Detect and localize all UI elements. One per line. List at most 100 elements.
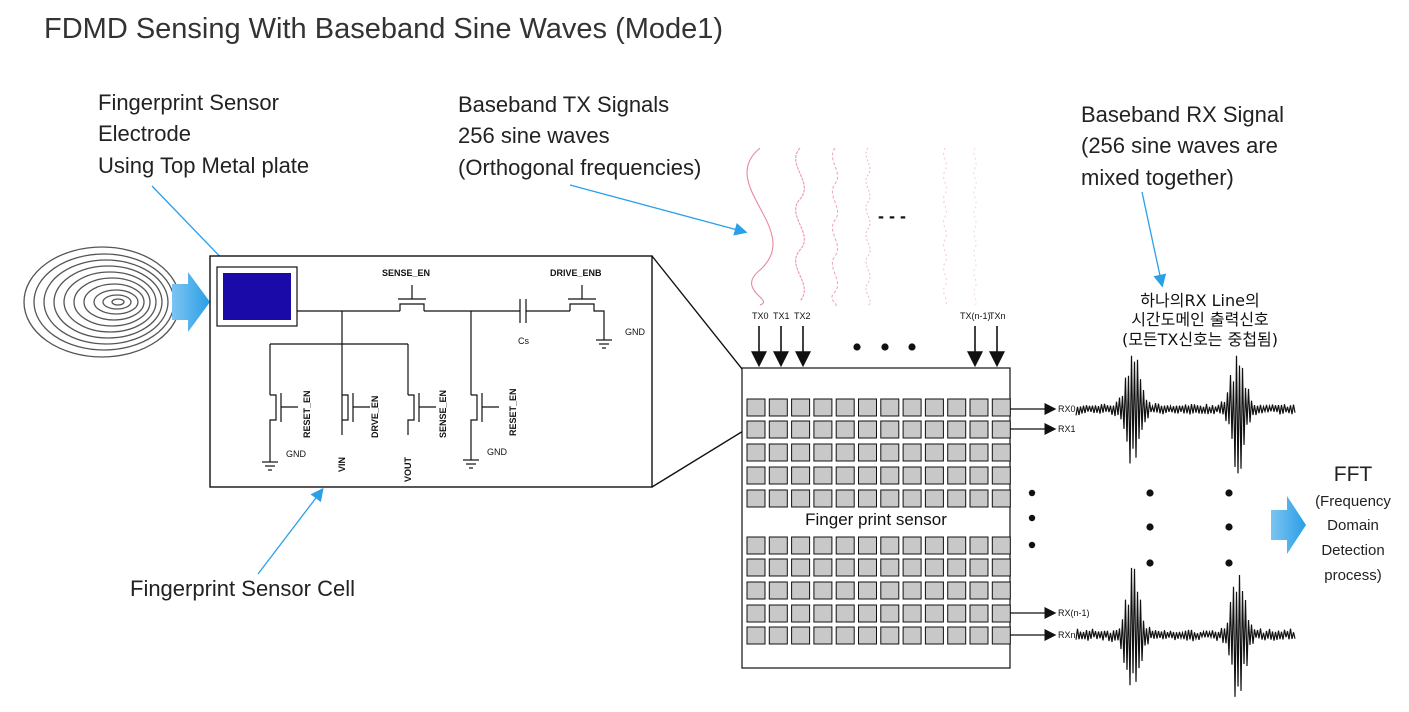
sensor-cell — [991, 558, 1011, 577]
sensor-array-label: Finger print sensor — [805, 510, 947, 529]
svg-text:Baseband RX Signal: Baseband RX Signal — [1081, 102, 1284, 127]
sensor-cell — [947, 558, 967, 577]
drive-enb-gate-label: DRIVE_ENB — [550, 268, 602, 278]
sensor-cell — [858, 443, 877, 462]
sensor-cell — [746, 604, 766, 623]
korean-rx-description: 하나의RX Line의 시간도메인 출력신호 (모든TX신호는 중첩됨) — [1122, 291, 1278, 349]
sensor-cell — [880, 558, 900, 577]
tx-line-labels: TX0 TX1 TX2 TX(n-1) TXn — [752, 311, 1006, 321]
sensor-cell — [835, 581, 855, 600]
svg-text:(모든TX신호는 중첩됨): (모든TX신호는 중첩됨) — [1122, 330, 1278, 349]
svg-text:TX(n-1): TX(n-1) — [960, 311, 991, 321]
sensor-cell — [880, 581, 900, 600]
rx-pointer-arrow — [1141, 191, 1167, 288]
rx-line-labels: RX0 RX1 RX(n-1) RXn — [1058, 404, 1090, 640]
sensor-cell — [835, 604, 855, 623]
sensor-cell-label: Fingerprint Sensor Cell — [130, 576, 355, 601]
tx-pointer-arrow — [569, 184, 748, 236]
sensor-cell — [768, 420, 788, 439]
fingerprint-image — [23, 246, 181, 358]
reset-en-label-2: RESET_EN — [508, 388, 518, 436]
sensor-cell — [947, 536, 967, 555]
sensor-cell — [835, 489, 855, 508]
sensor-cell — [791, 489, 811, 508]
svg-text:Electrode: Electrode — [98, 121, 191, 146]
sensor-cell — [813, 443, 833, 462]
svg-text:FFT: FFT — [1334, 463, 1373, 486]
svg-text:TX0: TX0 — [752, 311, 769, 321]
sensor-cell — [835, 398, 855, 417]
sensor-cell — [858, 581, 877, 600]
sensor-cell — [924, 420, 944, 439]
sensor-cell — [813, 420, 833, 439]
svg-text:RX0: RX0 — [1058, 404, 1076, 414]
svg-text:시간도메인 출력신호: 시간도메인 출력신호 — [1131, 310, 1269, 329]
sensor-cell — [858, 420, 877, 439]
sensor-cell — [969, 581, 989, 600]
sensor-cell — [768, 626, 788, 645]
electrode-label: Fingerprint Sensor Electrode Using Top M… — [98, 90, 309, 178]
sensor-cell — [991, 398, 1011, 417]
sensor-cell — [991, 604, 1011, 623]
sensor-cell — [791, 604, 811, 623]
sensor-cell — [902, 604, 922, 623]
gnd-label-mid: GND — [487, 447, 508, 457]
sensor-cell — [969, 489, 989, 508]
sensor-cell — [880, 443, 900, 462]
sensor-cell — [768, 558, 788, 577]
svg-text:TXn: TXn — [989, 311, 1006, 321]
cs-capacitor-label: Cs — [518, 336, 529, 346]
sensor-cell — [902, 581, 922, 600]
sensor-cell — [969, 466, 989, 485]
rx0-waveform — [1075, 355, 1296, 474]
svg-text:RX(n-1): RX(n-1) — [1058, 608, 1090, 618]
sensor-cell — [991, 581, 1011, 600]
sensor-cell — [924, 604, 944, 623]
sensor-cell — [880, 536, 900, 555]
sensor-cell — [902, 420, 922, 439]
sensor-cell — [902, 443, 922, 462]
sense-en-gate-label: SENSE_EN — [382, 268, 430, 278]
svg-text:Fingerprint Sensor: Fingerprint Sensor — [98, 90, 279, 115]
sensor-cell — [902, 558, 922, 577]
sensor-cell — [746, 420, 766, 439]
sensor-cell — [746, 581, 766, 600]
svg-text:process): process) — [1324, 567, 1382, 584]
svg-text:Baseband TX Signals: Baseband TX Signals — [458, 92, 669, 117]
sensor-cell — [880, 489, 900, 508]
sensor-cell — [858, 604, 877, 623]
sensor-cell — [924, 443, 944, 462]
fingerprint-input-arrow — [172, 272, 210, 332]
svg-text:(256 sine waves are: (256 sine waves are — [1081, 133, 1278, 158]
sensor-cell — [835, 420, 855, 439]
drve-en-label: DRVE_EN — [370, 396, 380, 438]
sensor-cell — [947, 604, 967, 623]
sensor-cell — [746, 398, 766, 417]
sensor-cell — [813, 626, 833, 645]
sensor-cell — [791, 626, 811, 645]
svg-text:RXn: RXn — [1058, 630, 1076, 640]
sensor-cell — [991, 489, 1011, 508]
sensor-cell — [746, 536, 766, 555]
sensor-cell — [991, 420, 1011, 439]
sensor-cell — [746, 489, 766, 508]
sensor-cell — [858, 626, 877, 645]
sensor-cell — [991, 466, 1011, 485]
sensor-cell — [969, 604, 989, 623]
reset-en-label-1: RESET_EN — [302, 390, 312, 438]
svg-text:Domain: Domain — [1327, 517, 1379, 534]
sensor-cell — [746, 626, 766, 645]
tx-input-arrows — [751, 326, 1005, 368]
tx-dots — [853, 343, 916, 351]
sensor-cell — [947, 466, 967, 485]
rx-signal-label: Baseband RX Signal (256 sine waves are m… — [1081, 102, 1284, 190]
sensor-cell — [813, 536, 833, 555]
fft-label: FFT (Frequency Domain Detection process) — [1315, 463, 1391, 584]
sensor-cell — [768, 466, 788, 485]
circuit-wiring — [262, 285, 612, 471]
sensor-cell — [902, 536, 922, 555]
sensor-cell — [813, 604, 833, 623]
sensor-cell — [768, 536, 788, 555]
sensor-cell — [969, 398, 989, 417]
sensor-cell — [902, 489, 922, 508]
